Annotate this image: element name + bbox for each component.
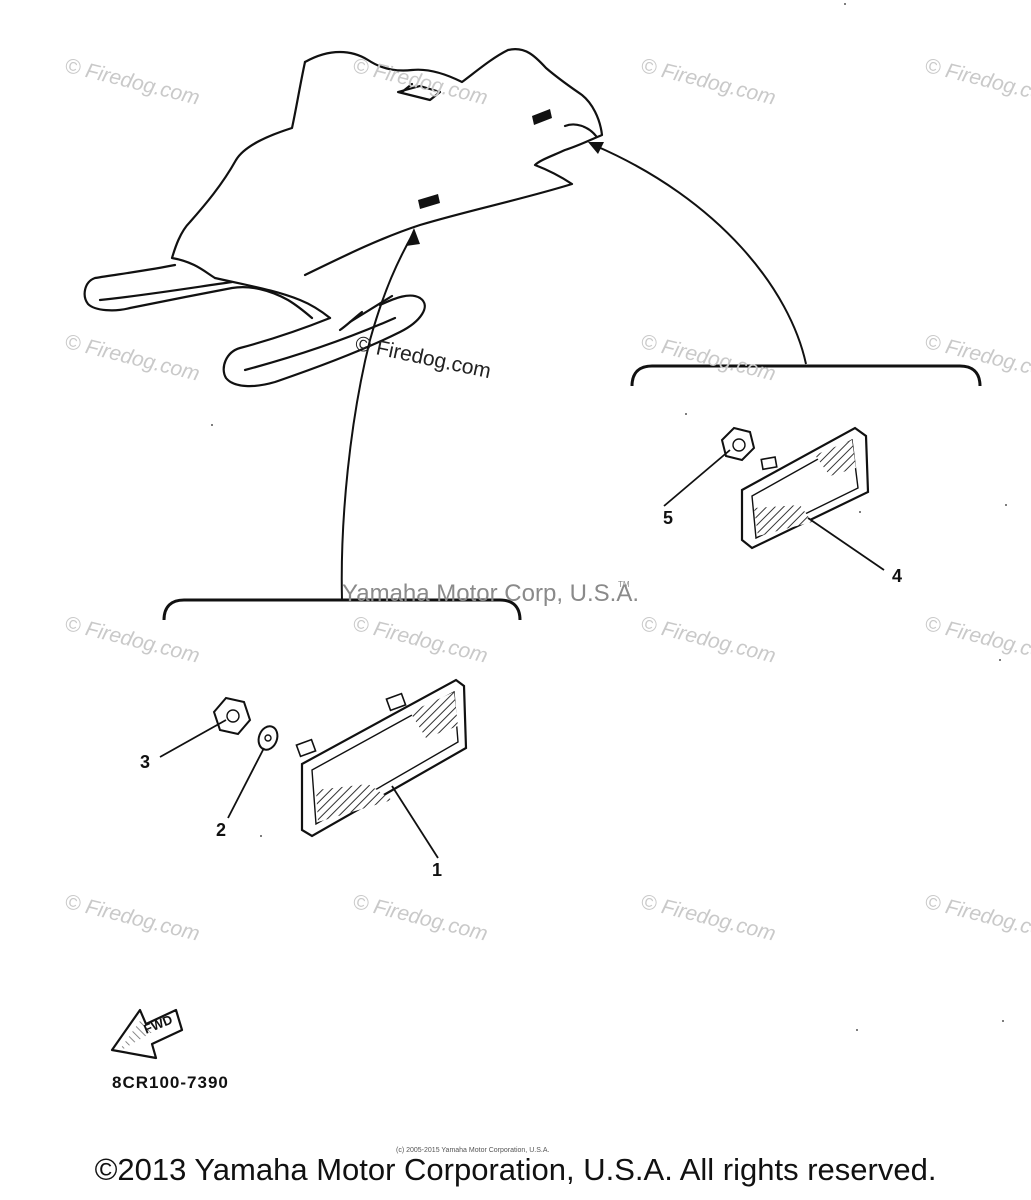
copyright-notice: ©2013 Yamaha Motor Corporation, U.S.A. A… (94, 1152, 937, 1187)
diagram-code: 8CR100-7390 (112, 1073, 229, 1092)
callout-4: 4 (892, 566, 903, 586)
reflector-part-1 (295, 678, 468, 838)
scan-dots (211, 3, 1007, 1031)
group-bracket-right (630, 364, 982, 387)
fwd-arrow-icon (110, 1008, 184, 1060)
leader-line-right (588, 142, 807, 365)
nut-part-5 (720, 426, 756, 462)
callout-5: 5 (663, 508, 674, 528)
callout-1: 1 (432, 860, 443, 880)
reflector-part-4 (740, 426, 870, 550)
group-bracket-left (162, 598, 522, 621)
reflector-mark-front (532, 109, 552, 125)
trademark-symbol: TM (618, 580, 630, 589)
callout-leaders (159, 449, 885, 859)
reflector-mark-side (418, 194, 440, 209)
yamaha-watermark-text: Yamaha Motor Corp, U.S.A. (342, 580, 639, 607)
washer-part-2 (257, 725, 279, 751)
leader-line-left (340, 228, 420, 601)
yamaha-watermark: Yamaha Motor Corp, U.S.A. TM (342, 580, 639, 608)
callout-3: 3 (140, 752, 151, 772)
callout-2: 2 (216, 820, 227, 840)
snowmobile-outline (83, 48, 604, 388)
small-credit: (c) 2005-2015 Yamaha Motor Corporation, … (396, 1147, 550, 1154)
nut-part-3 (212, 696, 252, 736)
